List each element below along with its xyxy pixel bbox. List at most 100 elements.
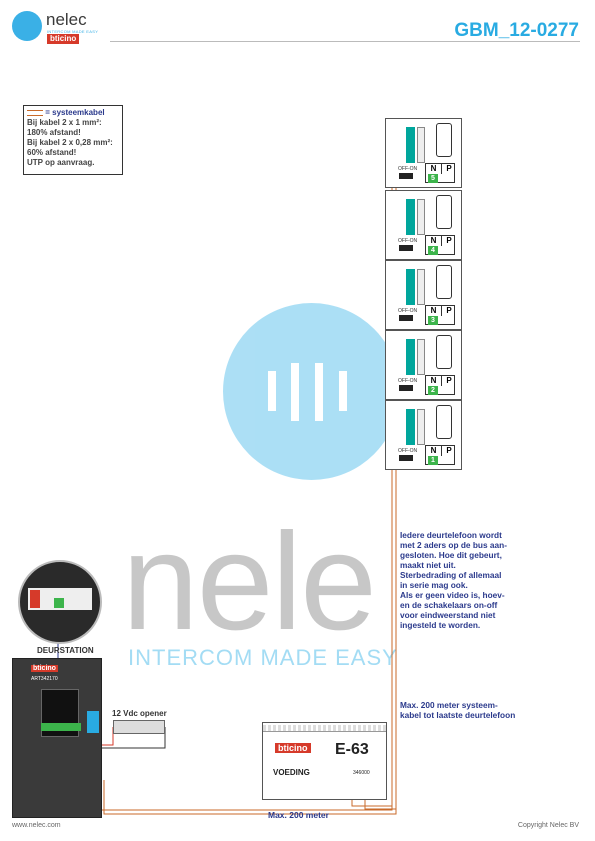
- door-opener: [113, 720, 165, 734]
- terminal-zoom-detail: [18, 560, 102, 644]
- watermark-tagline: INTERCOM MADE EASY: [128, 645, 398, 670]
- door-station: bticino ART342170: [12, 658, 102, 818]
- termination-switch[interactable]: [399, 385, 413, 391]
- psu-vents: [263, 725, 386, 732]
- switch-label: OFF-ON: [398, 166, 418, 172]
- blue-terminal: [87, 711, 99, 733]
- note-line: Als er geen video is, hoev-: [400, 590, 505, 600]
- handset-unit-3: OFF-ON N P 3: [385, 260, 462, 330]
- switch-label: OFF-ON: [398, 378, 418, 384]
- note-line: kabel tot laatste deurtelefoon: [400, 710, 516, 720]
- address-number: 2: [428, 386, 438, 395]
- door-brand: bticino: [31, 665, 58, 672]
- green-terminal: [54, 598, 64, 608]
- psu-label: VOEDING: [273, 768, 310, 777]
- psu-model: E-63: [335, 741, 369, 758]
- note-line: Iedere deurtelefoon wordt: [400, 530, 502, 540]
- handset-unit-4: OFF-ON N P 4: [385, 190, 462, 260]
- terminal-labels: [417, 199, 425, 235]
- termination-switch[interactable]: [399, 315, 413, 321]
- np-selector: N P 4: [425, 235, 455, 255]
- n-label: N: [430, 446, 437, 455]
- watermark-word: nele: [122, 505, 377, 659]
- handset-unit-5: OFF-ON N P 5: [385, 118, 462, 188]
- switch-label: OFF-ON: [398, 308, 418, 314]
- n-label: N: [430, 164, 437, 173]
- n-label: N: [430, 376, 437, 385]
- address-number: 1: [428, 456, 438, 465]
- n-label: N: [430, 236, 437, 245]
- address-number: 4: [428, 246, 438, 255]
- note-line: met 2 aders op de bus aan-: [400, 540, 507, 550]
- switch-label: OFF-ON: [398, 238, 418, 244]
- handset-icon: [436, 265, 452, 299]
- np-selector: N P 3: [425, 305, 455, 325]
- p-label: P: [441, 236, 456, 246]
- handset-icon: [436, 123, 452, 157]
- note-line: ingesteld te worden.: [400, 620, 481, 630]
- note-line: maakt niet uit.: [400, 560, 456, 570]
- legend-line: Bij kabel 2 x 0,28 mm²:: [27, 138, 113, 147]
- nelec-logo-icon: [12, 11, 42, 41]
- footer-copyright: Copyright Nelec BV: [517, 822, 579, 829]
- terminal-labels: [417, 409, 425, 445]
- watermark-logo-icon: [223, 303, 400, 480]
- terminal-labels: [417, 339, 425, 375]
- handset-unit-2: OFF-ON N P 2: [385, 330, 462, 400]
- note-line: in serie mag ook.: [400, 580, 468, 590]
- termination-switch[interactable]: [399, 173, 413, 179]
- door-art-number: ART342170: [31, 676, 58, 682]
- distance-note: Max. 200 meter systeem- kabel tot laatst…: [400, 700, 560, 720]
- terminal-block: [406, 199, 415, 235]
- max-distance-label: Max. 200 meter: [268, 810, 329, 820]
- handset-unit-1: OFF-ON N P 1: [385, 400, 462, 470]
- legend-line: Bij kabel 2 x 1 mm²:: [27, 118, 102, 127]
- p-label: P: [441, 306, 456, 316]
- terminal-block: [406, 127, 415, 163]
- address-number: 3: [428, 316, 438, 325]
- np-selector: N P 5: [425, 163, 455, 183]
- handset-icon: [436, 195, 452, 229]
- document-id: GBM_12-0277: [454, 20, 579, 41]
- door-station-label: DEURSTATION: [37, 646, 94, 655]
- psu-brand: bticino: [275, 743, 311, 753]
- note-line: Max. 200 meter systeem-: [400, 700, 498, 710]
- p-label: P: [441, 446, 456, 456]
- legend-line: 60% afstand!: [27, 148, 77, 157]
- terminal-block: [406, 409, 415, 445]
- brand-tagline: INTERCOM MADE EASY: [47, 29, 99, 34]
- n-label: N: [430, 306, 437, 315]
- terminal-block: [406, 269, 415, 305]
- cable-legend: = systeemkabel Bij kabel 2 x 1 mm²: 180%…: [23, 105, 123, 175]
- opener-label: 12 Vdc opener: [112, 709, 167, 718]
- terminal-labels: [417, 269, 425, 305]
- brand-name: nelec: [46, 10, 87, 29]
- green-bus-terminal: [41, 723, 81, 731]
- psu-code: 346000: [353, 770, 370, 776]
- power-supply: bticino E-63 VOEDING 346000: [262, 722, 387, 800]
- np-selector: N P 1: [425, 445, 455, 465]
- note-line: gesloten. Hoe dit gebeurt,: [400, 550, 502, 560]
- p-label: P: [441, 164, 456, 174]
- terminal-block: [406, 339, 415, 375]
- np-selector: N P 2: [425, 375, 455, 395]
- red-terminal: [30, 590, 40, 608]
- legend-title: = systeemkabel: [27, 108, 119, 118]
- handset-icon: [436, 335, 452, 369]
- note-line: Sterbedrading of allemaal: [400, 570, 502, 580]
- footer-website[interactable]: www.nelec.com: [12, 822, 61, 829]
- bticino-logo: bticino: [47, 34, 80, 44]
- wiring-note: Iedere deurtelefoon wordt met 2 aders op…: [400, 530, 580, 630]
- switch-label: OFF-ON: [398, 448, 418, 454]
- termination-switch[interactable]: [399, 245, 413, 251]
- legend-line: 180% afstand!: [27, 128, 81, 137]
- terminal-labels: [417, 127, 425, 163]
- header-divider: [110, 41, 580, 42]
- note-line: voor eindweerstand niet: [400, 610, 496, 620]
- legend-line: UTP op aanvraag.: [27, 158, 95, 167]
- address-number: 5: [428, 174, 438, 183]
- termination-switch[interactable]: [399, 455, 413, 461]
- p-label: P: [441, 376, 456, 386]
- handset-icon: [436, 405, 452, 439]
- note-line: en de schakelaars on-off: [400, 600, 498, 610]
